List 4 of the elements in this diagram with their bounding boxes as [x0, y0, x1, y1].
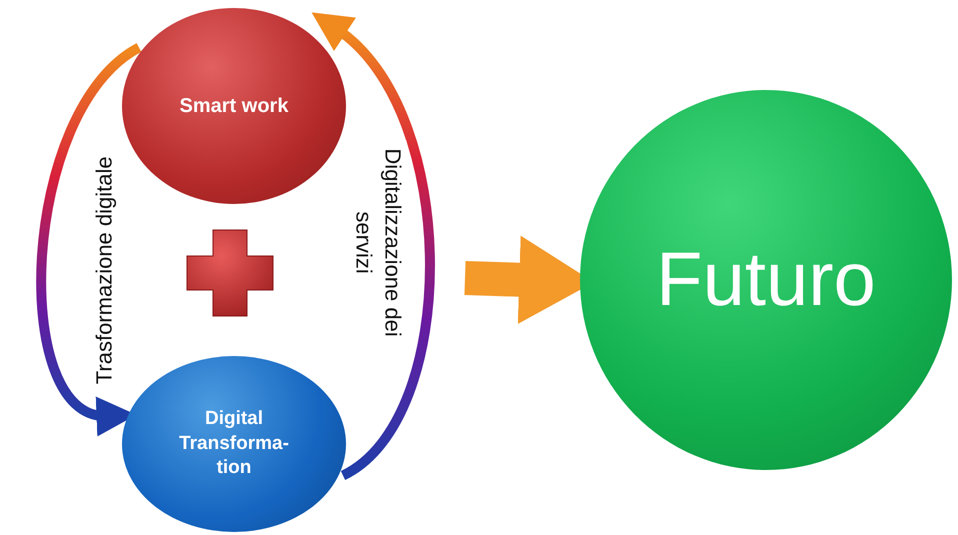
node-label: Smart work [180, 94, 288, 119]
node-label: Futuro [656, 236, 876, 324]
node-label: Digital Transforma-tion [178, 406, 290, 480]
arrow [36, 43, 142, 434]
